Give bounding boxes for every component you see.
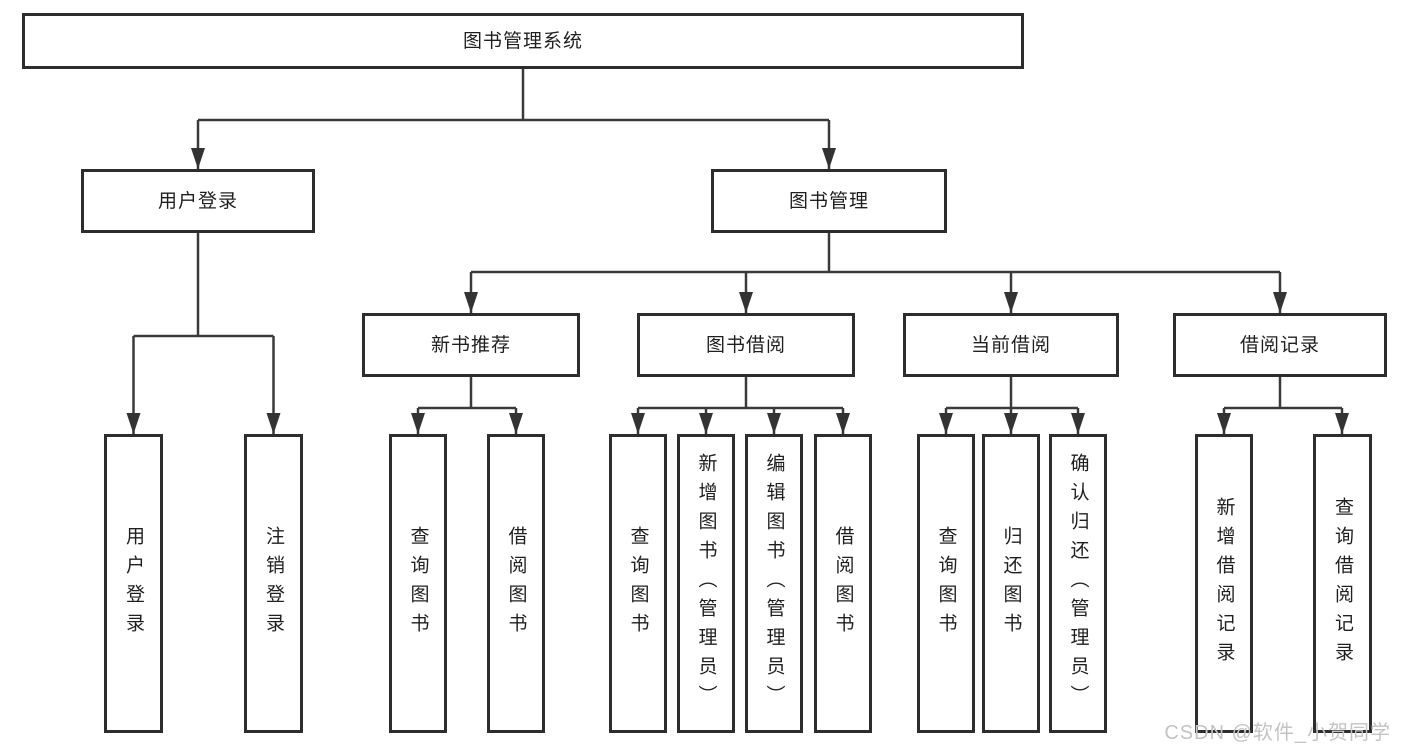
leaf-add-book-admin-label: 新增图书（管理员） [695, 453, 717, 714]
node-user-login-label: 用户登录 [157, 190, 238, 212]
node-borrow-records: 借阅记录 [1173, 313, 1387, 377]
leaf-confirm-return-admin: 确认归还（管理员） [1049, 434, 1107, 733]
connector-group-book-borrow [638, 377, 843, 410]
leaf-query-book-3-label: 查询图书 [935, 525, 957, 642]
connector-group-borrow-records [1224, 377, 1342, 410]
leaf-edit-book-admin-label: 编辑图书（管理员） [763, 453, 785, 714]
leaf-query-book-3: 查询图书 [917, 434, 975, 733]
connector-book-branch [471, 233, 1280, 274]
leaf-query-borrow-record-label: 查询借阅记录 [1332, 496, 1353, 671]
leaf-borrow-book-2: 借阅图书 [814, 434, 872, 733]
leaf-query-book-2-label: 查询图书 [627, 525, 649, 642]
connector-root-to-level2 [198, 69, 829, 122]
leaf-borrow-book-1: 借阅图书 [487, 434, 545, 733]
leaf-confirm-return-admin-label: 确认归还（管理员） [1067, 453, 1089, 714]
node-user-login-branch: 用户登录 [81, 169, 315, 233]
node-book-borrow: 图书借阅 [637, 313, 855, 377]
leaf-query-borrow-record: 查询借阅记录 [1313, 434, 1372, 733]
csdn-watermark: CSDN @软件_小贺同学 [1164, 722, 1391, 744]
leaf-query-book-2: 查询图书 [609, 434, 667, 733]
node-current-borrow-label: 当前借阅 [970, 334, 1051, 356]
connector-user-branch [133, 233, 274, 338]
leaf-user-login-label: 用户登录 [123, 525, 144, 642]
node-current-borrow: 当前借阅 [903, 313, 1119, 377]
leaf-return-book-label: 归还图书 [1000, 525, 1022, 642]
node-borrow-records-label: 借阅记录 [1239, 334, 1320, 356]
leaf-add-borrow-record: 新增借阅记录 [1195, 434, 1253, 733]
connector-group-current-borrow [946, 377, 1078, 410]
leaf-query-book-1-label: 查询图书 [407, 525, 429, 642]
node-book-borrow-label: 图书借阅 [705, 334, 786, 356]
node-new-book-recommend-label: 新书推荐 [430, 334, 511, 356]
node-book-management-label: 图书管理 [788, 190, 869, 212]
leaf-borrow-book-2-label: 借阅图书 [832, 525, 854, 642]
leaf-logout: 注销登录 [244, 434, 303, 733]
leaf-return-book: 归还图书 [982, 434, 1040, 733]
connector-group-new-book [418, 377, 516, 410]
node-new-book-recommend: 新书推荐 [362, 313, 580, 377]
leaf-edit-book-admin: 编辑图书（管理员） [745, 434, 803, 733]
node-root-label: 图书管理系统 [462, 30, 583, 52]
leaf-add-book-admin: 新增图书（管理员） [677, 434, 735, 733]
node-root: 图书管理系统 [22, 13, 1024, 69]
leaf-borrow-book-1-label: 借阅图书 [505, 525, 527, 642]
leaf-logout-label: 注销登录 [263, 525, 284, 642]
node-book-management: 图书管理 [711, 169, 947, 233]
leaf-query-book-1: 查询图书 [389, 434, 447, 733]
leaf-add-borrow-record-label: 新增借阅记录 [1213, 496, 1235, 671]
leaf-user-login: 用户登录 [104, 434, 163, 733]
